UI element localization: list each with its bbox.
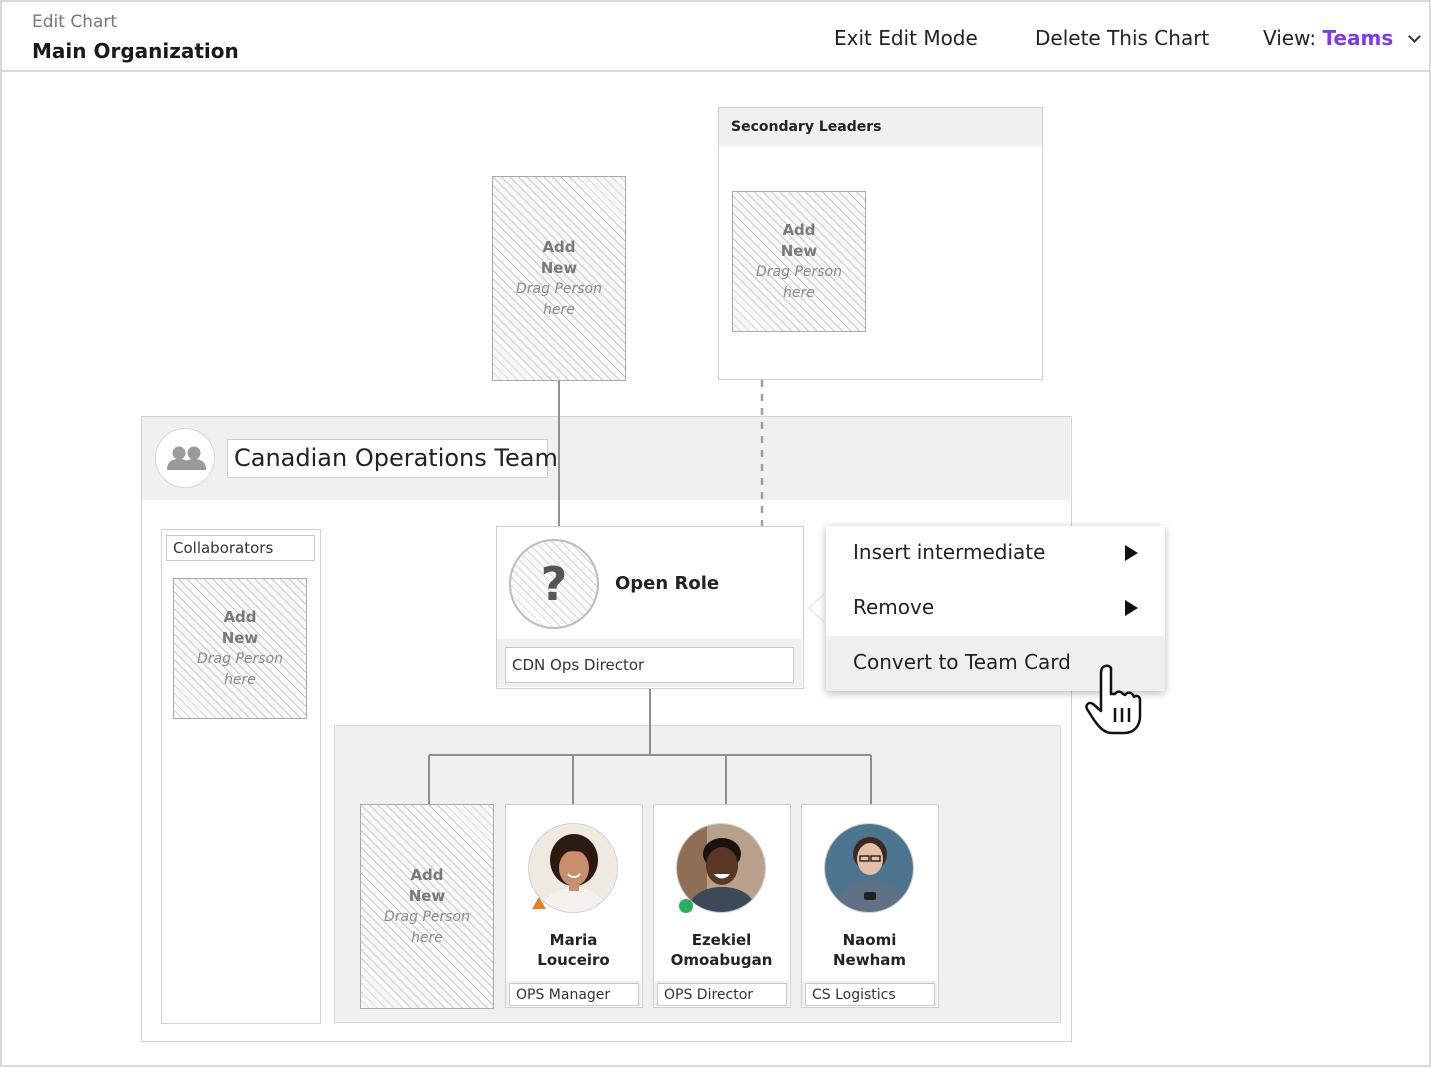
- person-name: Ezekiel Omoabugan: [654, 930, 789, 970]
- last-name: Newham: [832, 951, 906, 969]
- person-card-naomi[interactable]: Naomi Newham CS Logistics: [801, 804, 939, 1008]
- menu-pointer: [810, 593, 827, 623]
- page-subtitle: Edit Chart: [32, 12, 118, 32]
- view-prefix: View:: [1263, 26, 1317, 50]
- menu-item-remove[interactable]: Remove: [826, 581, 1165, 636]
- menu-item-label: Convert to Team Card: [853, 650, 1071, 674]
- add-new-label: Add New: [780, 220, 818, 260]
- warning-status-icon: [532, 897, 546, 909]
- menu-item-label: Remove: [853, 595, 935, 619]
- drag-hint: Drag Person here: [197, 650, 283, 688]
- last-name: Louceiro: [537, 951, 610, 969]
- open-role-title[interactable]: CDN Ops Director: [505, 647, 794, 683]
- person-name: Naomi Newham: [802, 930, 937, 970]
- secondary-leader-placeholder[interactable]: Add New Drag Person here: [732, 191, 866, 332]
- add-new-label: Add New: [221, 607, 259, 647]
- person-name: Maria Louceiro: [506, 930, 641, 970]
- drag-hint: Drag Person here: [384, 908, 470, 946]
- context-menu: Insert intermediate Remove Convert to Te…: [826, 526, 1165, 691]
- person-role[interactable]: OPS Director: [657, 983, 787, 1006]
- submenu-arrow-icon: [1125, 545, 1138, 561]
- collaborator-placeholder[interactable]: Add New Drag Person here: [173, 578, 307, 719]
- secondary-leaders-title: Secondary Leaders: [719, 108, 1042, 146]
- add-new-label: Add New: [540, 237, 578, 277]
- first-name: Naomi: [842, 931, 897, 949]
- exit-edit-mode-button[interactable]: Exit Edit Mode: [834, 26, 978, 50]
- first-name: Maria: [549, 931, 598, 949]
- view-selector[interactable]: View: Teams: [1263, 26, 1421, 50]
- person-role[interactable]: CS Logistics: [805, 983, 935, 1006]
- collaborators-label: Collaborators: [166, 535, 315, 561]
- open-role-name: Open Role: [615, 573, 720, 594]
- hand-pointer-icon: [1085, 664, 1142, 735]
- avatar: [676, 823, 766, 913]
- team-people-icon: [155, 428, 215, 488]
- add-new-label: Add New: [408, 865, 446, 905]
- drag-hint: Drag Person here: [756, 263, 842, 301]
- online-status-icon: [679, 899, 693, 913]
- person-card-ezekiel[interactable]: Ezekiel Omoabugan OPS Director: [653, 804, 791, 1008]
- open-role-symbol: ?: [540, 557, 568, 611]
- report-placeholder[interactable]: Add New Drag Person here: [360, 804, 494, 1009]
- avatar: [824, 823, 914, 913]
- header-bar: Edit Chart Main Organization Exit Edit M…: [2, 2, 1429, 72]
- first-name: Ezekiel: [691, 931, 752, 949]
- submenu-arrow-icon: [1125, 600, 1138, 616]
- drag-hint: Drag Person here: [516, 280, 602, 318]
- person-role[interactable]: OPS Manager: [509, 983, 639, 1006]
- view-value: Teams: [1322, 26, 1394, 50]
- open-role-card[interactable]: ? Open Role CDN Ops Director: [496, 526, 804, 689]
- page-title: Main Organization: [32, 39, 239, 63]
- top-leader-placeholder[interactable]: Add New Drag Person here: [492, 176, 626, 381]
- avatar: [528, 823, 618, 913]
- menu-item-insert-intermediate[interactable]: Insert intermediate: [826, 526, 1165, 581]
- delete-chart-button[interactable]: Delete This Chart: [1035, 26, 1210, 50]
- person-card-maria[interactable]: Maria Louceiro OPS Manager: [505, 804, 643, 1008]
- chevron-down-icon: [1407, 30, 1421, 43]
- question-mark-icon: ?: [509, 539, 599, 629]
- team-name-field[interactable]: Canadian Operations Team: [227, 439, 558, 478]
- menu-item-label: Insert intermediate: [853, 540, 1046, 564]
- last-name: Omoabugan: [670, 951, 773, 969]
